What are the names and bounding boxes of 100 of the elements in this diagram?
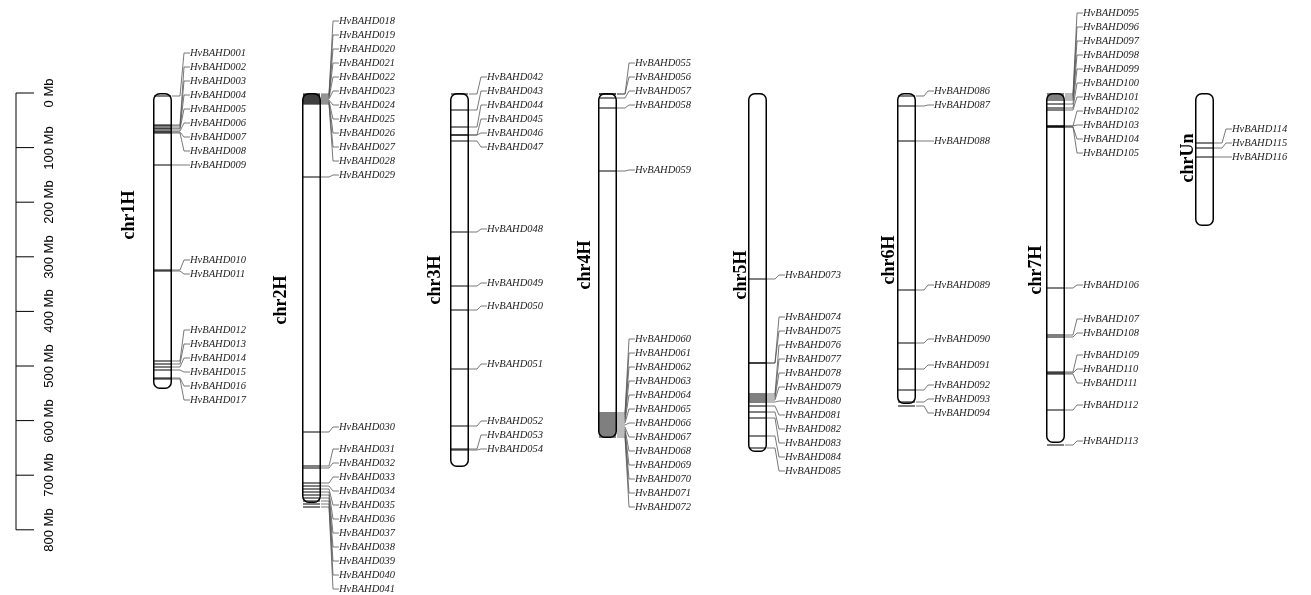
gene-label: HvBAHD100 (1083, 77, 1139, 89)
gene-label: HvBAHD071 (635, 487, 691, 499)
chromosome-name: chr5H (730, 250, 750, 300)
gene-label: HvBAHD095 (1083, 7, 1139, 19)
leader-line (915, 140, 935, 142)
gene-label: HvBAHD049 (487, 277, 543, 289)
gene-label: HvBAHD056 (635, 71, 691, 83)
gene-label: HvBAHD084 (785, 451, 841, 463)
leader-line (915, 398, 935, 403)
gene-label: HvBAHD092 (934, 379, 990, 391)
gene-label: HvBAHD042 (487, 71, 543, 83)
gene-label: HvBAHD082 (785, 423, 841, 435)
gene-label: HvBAHD096 (1083, 21, 1139, 33)
gene-label: HvBAHD035 (339, 499, 395, 511)
gene-label: HvBAHD111 (1083, 377, 1138, 389)
gene-label: HvBAHD037 (339, 527, 395, 539)
leader-line (468, 90, 488, 111)
gene-label: HvBAHD016 (190, 380, 246, 392)
chromosome-name: chr6H (878, 235, 898, 285)
leader-line (320, 448, 340, 467)
leader-line (320, 48, 340, 97)
gene-label: HvBAHD018 (339, 15, 395, 27)
leader-line (468, 448, 488, 451)
gene-label: HvBAHD099 (1083, 63, 1139, 75)
leader-line (320, 20, 340, 95)
leader-line (320, 99, 340, 106)
leader-line (320, 503, 340, 576)
gene-label: HvBAHD052 (487, 415, 543, 427)
gene-label: HvBAHD015 (190, 366, 246, 378)
gene-label: HvBAHD059 (635, 164, 691, 176)
leader-line (320, 100, 340, 120)
leader-line (1064, 54, 1084, 101)
gene-label: HvBAHD008 (190, 145, 246, 157)
gene-label: HvBAHD066 (635, 417, 691, 429)
leader-line (468, 228, 488, 233)
gene-label: HvBAHD101 (1083, 91, 1139, 103)
leader-line (616, 436, 636, 508)
gene-label: HvBAHD041 (339, 583, 395, 595)
gene-label: HvBAHD062 (635, 361, 691, 373)
leader-line (468, 305, 488, 311)
leader-line (1064, 68, 1084, 105)
leader-line (616, 104, 636, 109)
leader-line (171, 52, 191, 97)
leader-line (320, 506, 340, 590)
leader-line (1064, 26, 1084, 97)
gene-label: HvBAHD098 (1083, 49, 1139, 61)
leader-line (320, 497, 340, 548)
gene-label: HvBAHD091 (934, 359, 990, 371)
leader-line (1064, 368, 1084, 374)
leader-line (320, 485, 340, 492)
leader-line (616, 338, 636, 414)
gene-label: HvBAHD106 (1083, 279, 1139, 291)
leader-line (171, 357, 191, 368)
leader-line (171, 164, 191, 166)
leader-line (766, 358, 786, 397)
leader-line (1064, 373, 1084, 384)
gene-label: HvBAHD012 (190, 324, 246, 336)
gene-label: HvBAHD050 (487, 300, 543, 312)
leader-line (1064, 124, 1084, 127)
gene-label: HvBAHD057 (635, 85, 691, 97)
leader-line (616, 428, 636, 452)
gene-label: HvBAHD077 (785, 353, 841, 365)
gene-label: HvBAHD054 (487, 443, 543, 455)
gene-label: HvBAHD014 (190, 352, 246, 364)
gene-label: HvBAHD019 (339, 29, 395, 41)
leader-line (1213, 156, 1233, 158)
leader-line (171, 122, 191, 132)
leader-line (1213, 142, 1233, 149)
leader-line (320, 62, 340, 98)
gene-label: HvBAHD043 (487, 85, 543, 97)
gene-label: HvBAHD034 (339, 485, 395, 497)
leader-line (616, 432, 636, 480)
gene-label: HvBAHD070 (635, 473, 691, 485)
leader-line (320, 102, 340, 148)
gene-label: HvBAHD046 (487, 127, 543, 139)
leader-line (915, 284, 935, 291)
gene-label: HvBAHD025 (339, 113, 395, 125)
leader-line (468, 282, 488, 287)
gene-label: HvBAHD017 (190, 394, 246, 406)
leader-line (766, 386, 786, 401)
gene-label: HvBAHD116 (1232, 151, 1288, 163)
leader-line (171, 66, 191, 126)
leader-line (320, 462, 340, 469)
leader-line (1213, 128, 1233, 144)
scale-label: 800 Mb (40, 508, 56, 552)
leader-line (468, 420, 488, 427)
chromosome-name: chr1H (118, 190, 138, 240)
gene-label: HvBAHD051 (487, 358, 543, 370)
leader-line (320, 500, 340, 562)
chromosome-name: chr3H (424, 255, 444, 305)
scale-label: 500 Mb (40, 344, 56, 388)
leader-line (468, 140, 488, 148)
gene-label: HvBAHD113 (1083, 435, 1139, 447)
chromosome-name: chr4H (574, 240, 594, 290)
leader-line (766, 330, 786, 364)
gene-label: HvBAHD075 (785, 325, 841, 337)
scale-label: 600 Mb (40, 398, 56, 443)
gene-label: HvBAHD009 (190, 159, 246, 171)
leader-line (915, 405, 935, 414)
gene-label: HvBAHD089 (934, 279, 990, 291)
